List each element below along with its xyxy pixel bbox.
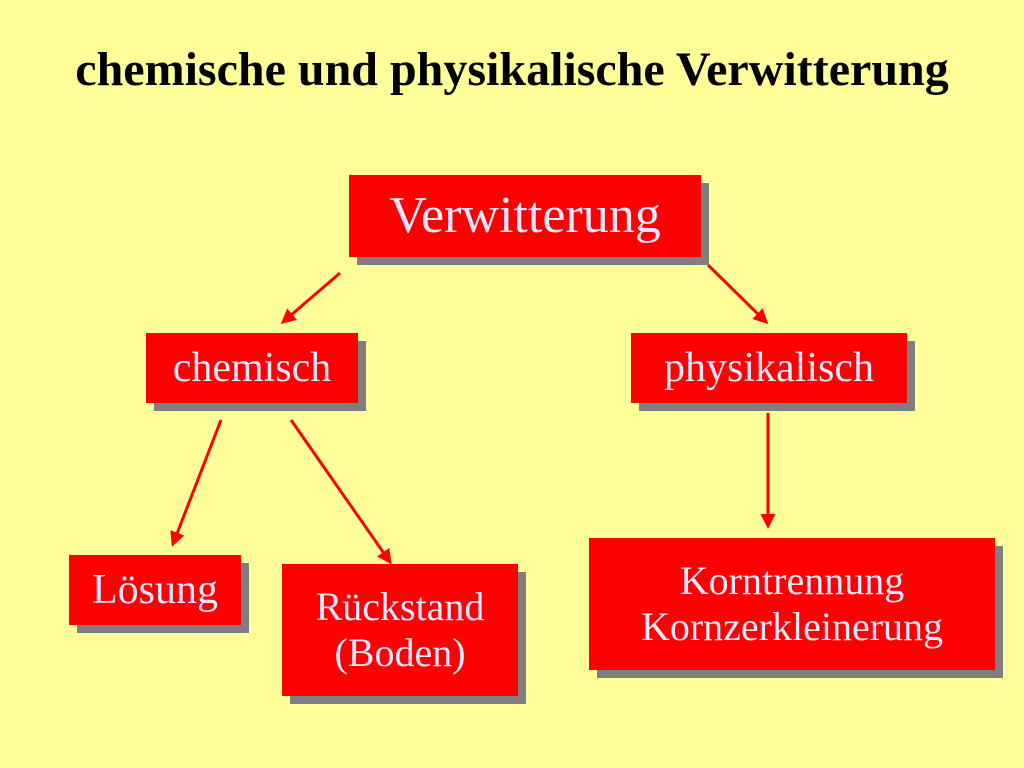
- node-loesung: Lösung: [69, 555, 241, 625]
- node-physikalisch: physikalisch: [631, 333, 907, 403]
- arrow-root-to-chemical: [280, 271, 341, 324]
- node-korntrennung: Korntrennung Kornzerkleinerung: [589, 538, 995, 670]
- arrow-chemical-to-solution: [170, 419, 223, 547]
- node-verwitterung-label: Verwitterung: [389, 187, 661, 245]
- node-korntrennung-line1: Korntrennung: [679, 558, 905, 603]
- node-rueckstand-line1: Rückstand: [315, 584, 485, 629]
- node-rueckstand: Rückstand (Boden): [282, 564, 518, 696]
- node-physikalisch-label: physikalisch: [664, 344, 874, 391]
- arrow-root-to-physical: [706, 263, 769, 325]
- node-chemisch: chemisch: [146, 333, 358, 403]
- node-verwitterung: Verwitterung: [349, 175, 701, 257]
- arrow-chemical-to-residue: [289, 419, 392, 565]
- node-korntrennung-line2: Kornzerkleinerung: [640, 604, 944, 649]
- node-rueckstand-line2: (Boden): [334, 630, 466, 675]
- node-chemisch-label: chemisch: [172, 344, 332, 391]
- slide-title: chemische und physikalische Verwitterung: [75, 43, 949, 96]
- node-loesung-label: Lösung: [92, 566, 218, 613]
